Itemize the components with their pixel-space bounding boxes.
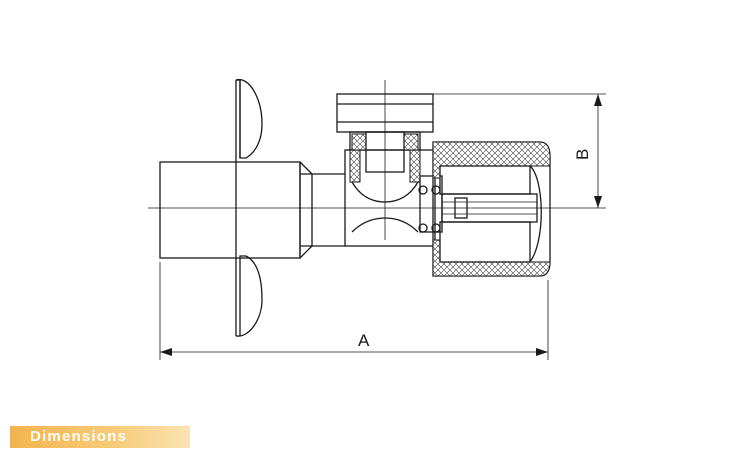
caption-label: Dimensions [30, 428, 128, 445]
dimension-a: A [159, 262, 549, 360]
dimension-a-label: A [358, 331, 370, 350]
wall-flange [235, 79, 263, 337]
dimension-b: B [433, 93, 606, 209]
outlet-nut [336, 93, 434, 173]
valve-body [344, 149, 436, 247]
handle-knob [432, 141, 551, 277]
center-lines [148, 80, 548, 240]
inlet-pipe [159, 161, 345, 259]
dimension-b-label: B [573, 149, 592, 160]
valve-stem [418, 175, 538, 233]
caption-banner [10, 426, 190, 448]
